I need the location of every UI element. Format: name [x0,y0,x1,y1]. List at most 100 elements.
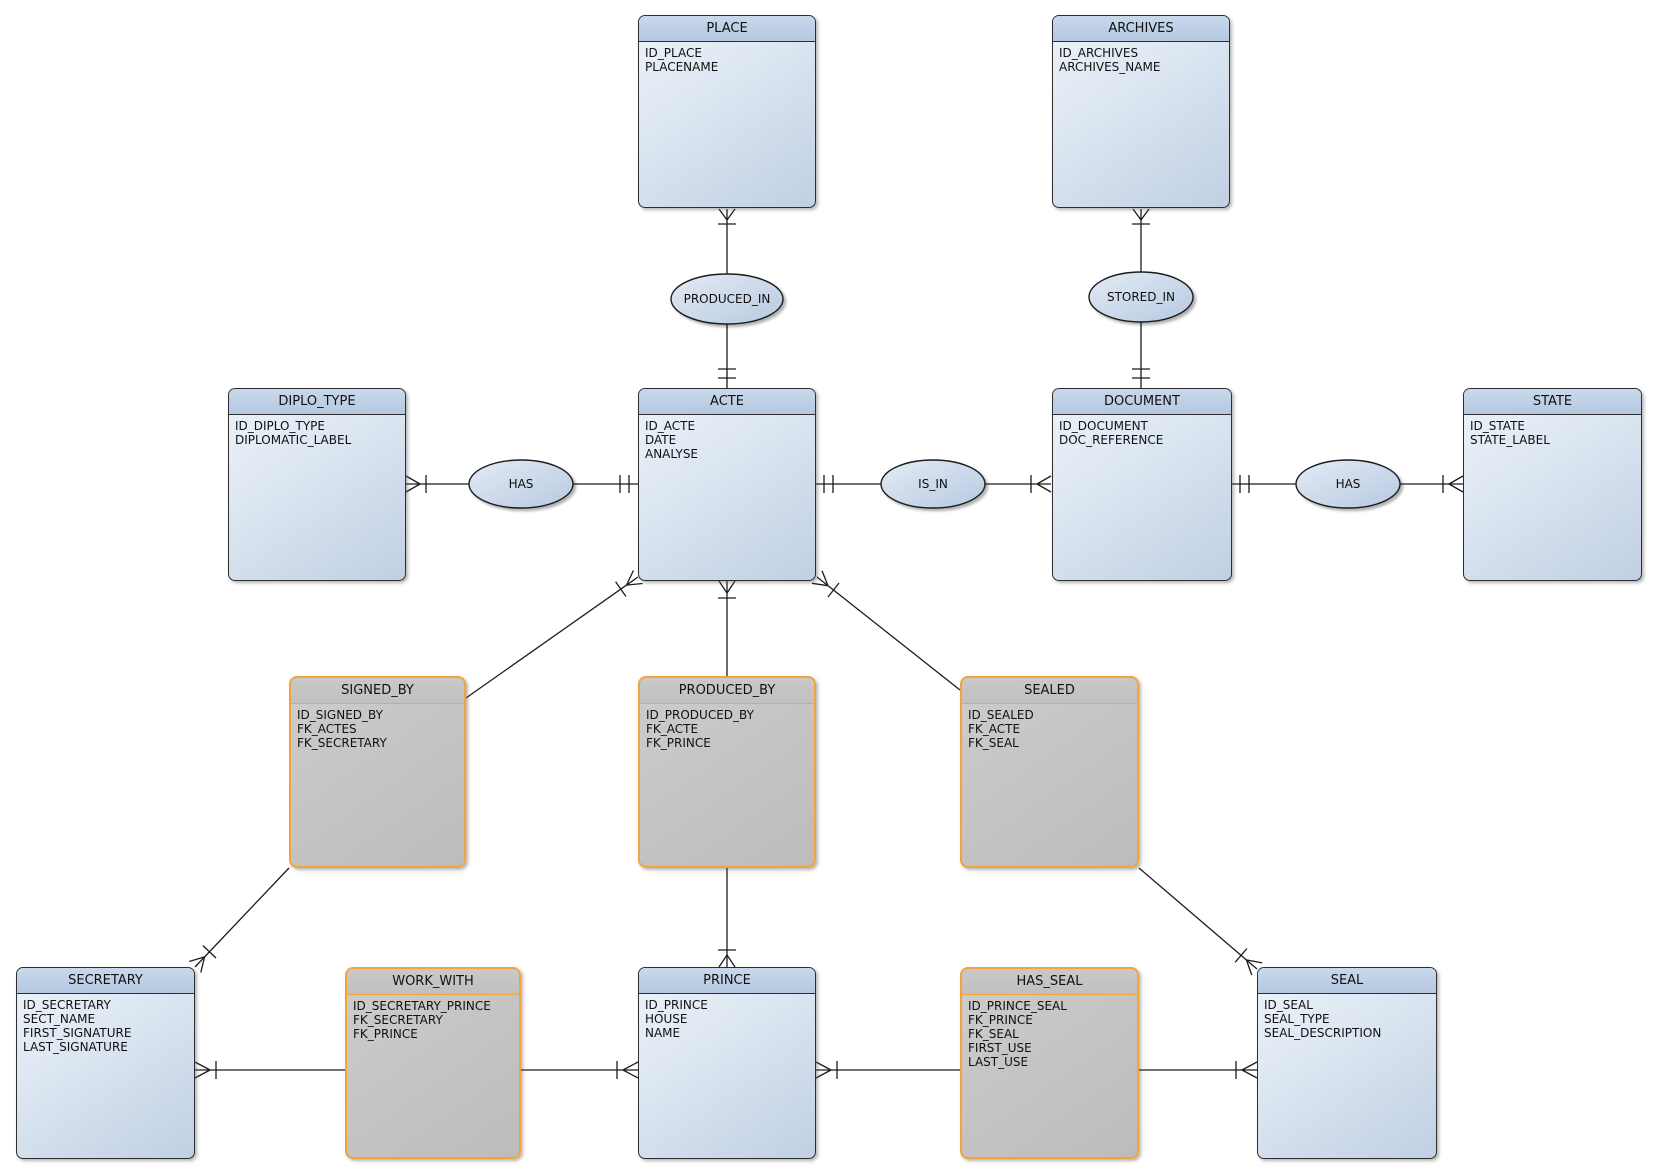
attribute: LAST_SIGNATURE [23,1040,128,1054]
entity-secretary-title: SECRETARY [17,968,194,994]
attribute: DOC_REFERENCE [1059,433,1164,447]
attribute: FK_PRINCE [646,736,711,750]
entity-state-attributes: ID_STATE STATE_LABEL [1464,415,1641,451]
association-produced-by-attributes: ID_PRODUCED_BY FK_ACTE FK_PRINCE [640,704,814,754]
attribute: FIRST_USE [968,1041,1032,1055]
attribute: ID_PRODUCED_BY [646,708,754,722]
association-has-seal[interactable]: HAS_SEAL ID_PRINCE_SEAL FK_PRINCE FK_SEA… [960,967,1139,1159]
connector-has_seal-seal [1139,1061,1258,1079]
attribute: SECT_NAME [23,1012,96,1026]
relationship-has-diplo-label: HAS [509,477,534,491]
attribute: ID_ARCHIVES [1059,46,1139,60]
entity-secretary[interactable]: SECRETARY ID_SECRETARY SECT_NAME FIRST_S… [16,967,195,1159]
attribute: FIRST_SIGNATURE [23,1026,132,1040]
entity-document-title: DOCUMENT [1053,389,1231,415]
association-has-seal-title: HAS_SEAL [962,969,1137,995]
association-signed-by[interactable]: SIGNED_BY ID_SIGNED_BY FK_ACTES FK_SECRE… [289,676,466,868]
relationship-has-state-label: HAS [1336,477,1361,491]
connector-acte-is_in-document [816,475,1052,493]
attribute: ID_SEAL [1264,998,1313,1012]
entity-archives-title: ARCHIVES [1053,16,1229,42]
association-produced-by[interactable]: PRODUCED_BY ID_PRODUCED_BY FK_ACTE FK_PR… [638,676,816,868]
entity-state[interactable]: STATE ID_STATE STATE_LABEL [1463,388,1642,581]
attribute: ID_SIGNED_BY [297,708,383,722]
association-sealed-attributes: ID_SEALED FK_ACTE FK_SEAL [962,704,1137,754]
entity-acte-title: ACTE [639,389,815,415]
entity-prince[interactable]: PRINCE ID_PRINCE HOUSE NAME [638,967,816,1159]
attribute: ID_STATE [1470,419,1525,433]
attribute: FK_SEAL [968,1027,1019,1041]
connector-acte-produced_by [718,580,736,676]
attribute: FK_ACTE [968,722,1021,736]
attribute: PLACENAME [645,60,719,74]
attribute: DATE [645,433,677,447]
attribute: ID_SECRETARY_PRINCE [353,999,491,1013]
attribute: FK_PRINCE [968,1013,1033,1027]
connector-diplo_type-has-acte [405,475,638,493]
attribute: FK_ACTES [297,722,357,736]
association-has-seal-attributes: ID_PRINCE_SEAL FK_PRINCE FK_SEAL FIRST_U… [962,995,1137,1073]
attribute: FK_SECRETARY [297,736,387,750]
entity-seal-title: SEAL [1258,968,1436,994]
attribute: ID_SECRETARY [23,998,111,1012]
attribute: NAME [645,1026,681,1040]
attribute: FK_SECRETARY [353,1013,443,1027]
connector-archives-stored_in-document [1132,208,1150,390]
connector-sealed-seal [1138,867,1263,976]
attribute: ID_DOCUMENT [1059,419,1148,433]
entity-diplo-type[interactable]: DIPLO_TYPE ID_DIPLO_TYPE DIPLOMATIC_LABE… [228,388,406,581]
entity-prince-attributes: ID_PRINCE HOUSE NAME [639,994,815,1044]
association-sealed[interactable]: SEALED ID_SEALED FK_ACTE FK_SEAL [960,676,1139,868]
connector-produced_by-prince [718,868,736,968]
relationship-has-state[interactable]: HAS [1295,459,1401,509]
connector-secretary-work_with [194,1061,345,1079]
entity-diplo-type-attributes: ID_DIPLO_TYPE DIPLOMATIC_LABEL [229,415,405,451]
association-work-with-title: WORK_WITH [347,969,519,995]
attribute: SEAL_TYPE [1264,1012,1330,1026]
relationship-is-in[interactable]: IS_IN [880,459,986,509]
entity-seal-attributes: ID_SEAL SEAL_TYPE SEAL_DESCRIPTION [1258,994,1436,1044]
attribute: STATE_LABEL [1470,433,1550,447]
relationship-produced-in-label: PRODUCED_IN [684,292,771,306]
entity-document-attributes: ID_DOCUMENT DOC_REFERENCE [1053,415,1231,451]
attribute: DIPLOMATIC_LABEL [235,433,352,447]
association-sealed-title: SEALED [962,678,1137,704]
relationship-has-diplo[interactable]: HAS [468,459,574,509]
connector-prince-has_seal [815,1061,960,1079]
relationship-produced-in[interactable]: PRODUCED_IN [670,273,784,325]
relationship-stored-in-label: STORED_IN [1107,290,1175,304]
attribute: FK_ACTE [646,722,699,736]
attribute: FK_PRINCE [353,1027,418,1041]
entity-place[interactable]: PLACE ID_PLACE PLACENAME [638,15,816,208]
entity-secretary-attributes: ID_SECRETARY SECT_NAME FIRST_SIGNATURE L… [17,994,194,1058]
entity-archives-attributes: ID_ARCHIVES ARCHIVES_NAME [1053,42,1229,78]
relationship-stored-in[interactable]: STORED_IN [1088,271,1194,323]
attribute: ID_PRINCE [645,998,708,1012]
attribute: ARCHIVES_NAME [1059,60,1161,74]
entity-document[interactable]: DOCUMENT ID_DOCUMENT DOC_REFERENCE [1052,388,1232,581]
connector-document-has-state [1232,475,1464,493]
connector-place-produced_in-acte [718,208,736,388]
entity-place-title: PLACE [639,16,815,42]
association-work-with-attributes: ID_SECRETARY_PRINCE FK_SECRETARY FK_PRIN… [347,995,519,1045]
entity-archives[interactable]: ARCHIVES ID_ARCHIVES ARCHIVES_NAME [1052,15,1230,208]
attribute: ID_ACTE [645,419,696,433]
entity-seal[interactable]: SEAL ID_SEAL SEAL_TYPE SEAL_DESCRIPTION [1257,967,1437,1159]
attribute: FK_SEAL [968,736,1019,750]
attribute: HOUSE [645,1012,688,1026]
association-work-with[interactable]: WORK_WITH ID_SECRETARY_PRINCE FK_SECRETA… [345,967,521,1159]
attribute: LAST_USE [968,1055,1029,1069]
attribute: ID_DIPLO_TYPE [235,419,325,433]
connector-signed_by-secretary [189,867,290,973]
entity-prince-title: PRINCE [639,968,815,994]
relationship-is-in-label: IS_IN [918,477,948,491]
attribute: SEAL_DESCRIPTION [1264,1026,1382,1040]
association-signed-by-attributes: ID_SIGNED_BY FK_ACTES FK_SECRETARY [291,704,464,754]
entity-acte[interactable]: ACTE ID_ACTE DATE ANALYSE [638,388,816,581]
connector-work_with-prince [521,1061,639,1079]
attribute: ID_PRINCE_SEAL [968,999,1067,1013]
entity-place-attributes: ID_PLACE PLACENAME [639,42,815,78]
association-produced-by-title: PRODUCED_BY [640,678,814,704]
